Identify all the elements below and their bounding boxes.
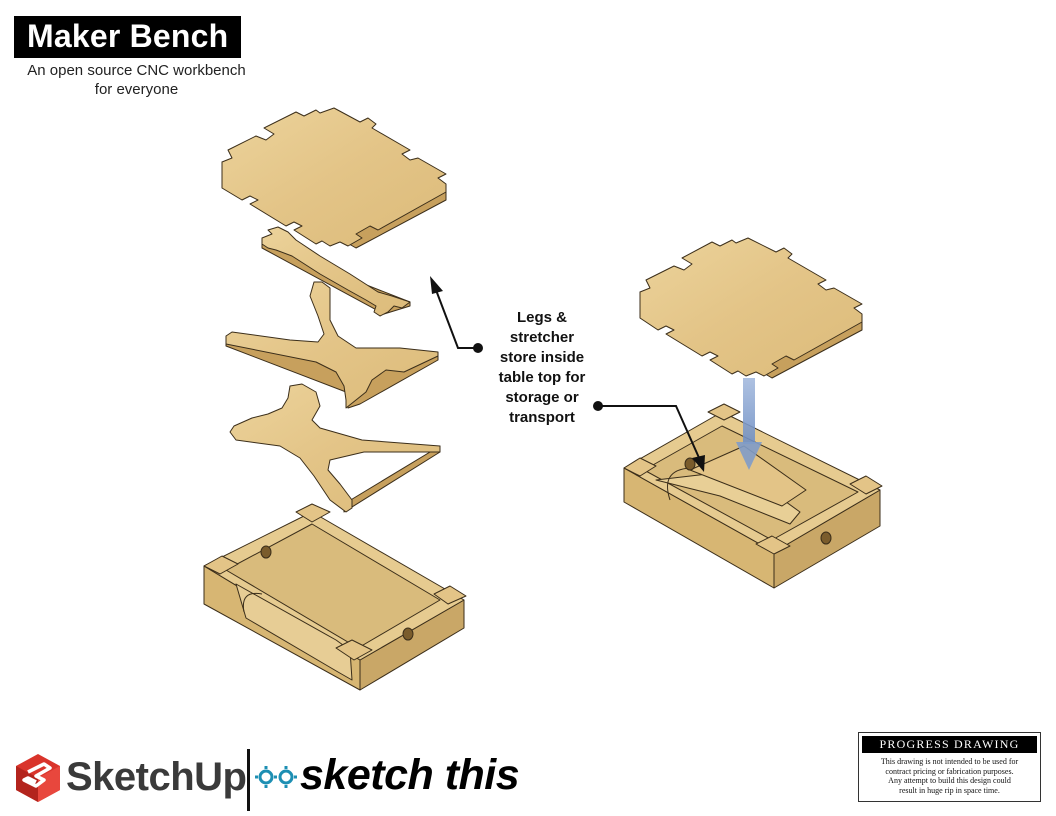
table-top-panel-stored xyxy=(639,237,863,379)
callout-line: stretcher xyxy=(509,329,575,346)
subtitle-line: An open source CNC workbench xyxy=(27,62,246,79)
callout-line: store inside xyxy=(499,349,585,366)
leg-part-lower xyxy=(229,383,441,513)
progress-disclaimer: This drawing is not intended to be used … xyxy=(862,757,1037,795)
callout-arrowhead-right xyxy=(692,455,705,472)
drawing-subtitle: An open source CNC workbench for everyon… xyxy=(14,61,259,99)
subtitle-line: for everyone xyxy=(94,81,179,98)
leg-part-upper xyxy=(225,281,439,409)
table-top-panel xyxy=(221,107,447,249)
drawing-title: Maker Bench xyxy=(14,16,242,58)
stored-box xyxy=(623,403,883,589)
logo-divider xyxy=(247,749,250,811)
disclaimer-line: contract pricing or fabrication purposes… xyxy=(885,766,1014,776)
base-box xyxy=(203,503,467,691)
callout-leader-left xyxy=(435,289,478,349)
callout-line: storage or xyxy=(505,389,579,406)
sketchup-wordmark: SketchUp xyxy=(66,755,247,799)
gears-icon xyxy=(255,766,297,788)
callout-leader-right xyxy=(598,405,701,461)
sketchup-logo-icon xyxy=(16,754,60,802)
title-block: Maker Bench An open source CNC workbench… xyxy=(14,16,264,99)
stored-view xyxy=(623,237,883,589)
callout-arrowhead-left xyxy=(430,276,443,294)
callout-line: transport xyxy=(509,409,575,426)
progress-heading: PROGRESS DRAWING xyxy=(862,736,1037,753)
progress-drawing-notice: PROGRESS DRAWING This drawing is not int… xyxy=(858,732,1041,802)
disclaimer-line: result in huge rip in space time. xyxy=(899,785,1000,795)
callout-dot-right xyxy=(593,401,603,411)
brand-logos: SketchUp sketch this xyxy=(14,745,534,811)
exploded-view xyxy=(203,107,467,691)
callout-line: Legs & xyxy=(516,309,567,326)
disclaimer-line: Any attempt to build this design could xyxy=(888,776,1011,785)
callout-dot-left xyxy=(473,343,483,353)
sketchthis-wordmark: sketch this xyxy=(300,751,520,799)
disclaimer-line: This drawing is not intended to be used … xyxy=(880,757,1019,766)
callout-text: Legs & stretcher store inside table top … xyxy=(490,308,594,428)
insertion-arrow xyxy=(736,378,762,470)
callout-line: table top for xyxy=(498,369,586,386)
stretcher-part xyxy=(261,226,411,317)
